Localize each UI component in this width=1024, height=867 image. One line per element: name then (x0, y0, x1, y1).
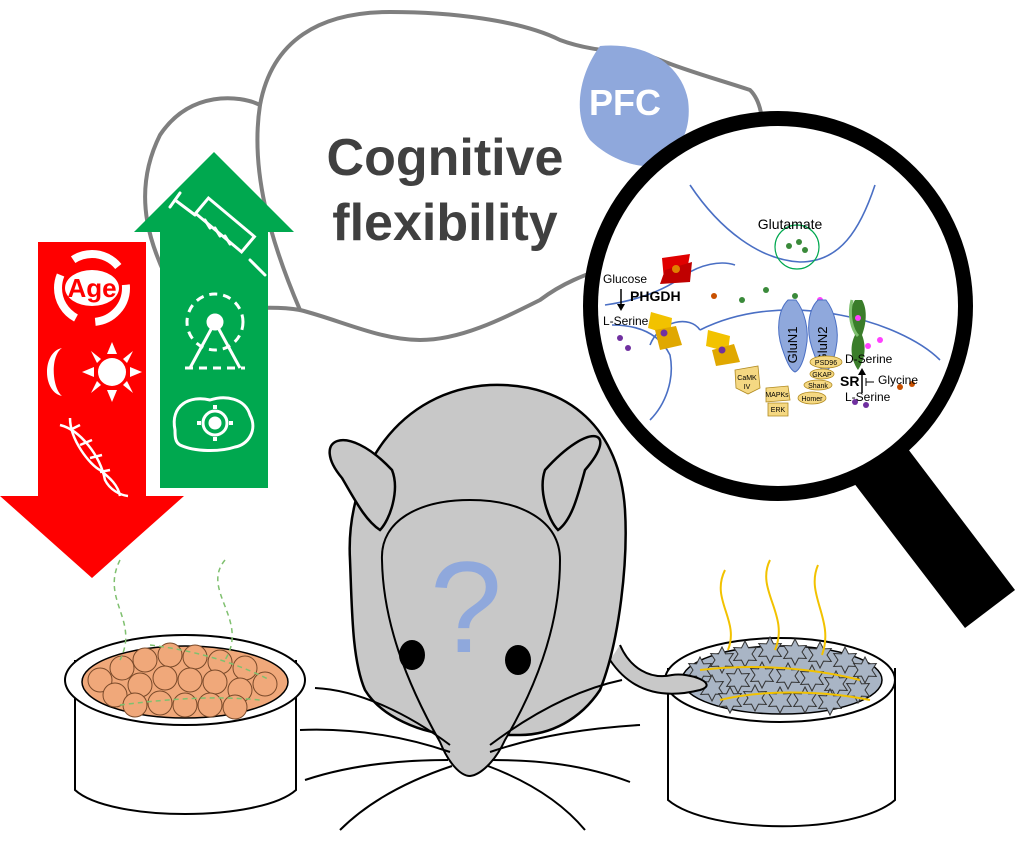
pfc-region (579, 45, 689, 167)
glutamate-vesicle (774, 224, 820, 270)
sr-label: SR (840, 373, 859, 389)
glutamate-label: Glutamate (758, 216, 823, 232)
star-food-piece (832, 645, 858, 675)
star-food-piece (725, 665, 751, 695)
food-pellets (87, 642, 278, 720)
star-shaped-food (687, 635, 878, 717)
glun1-label: GluN1 (785, 327, 800, 364)
brain-gear-icon (172, 396, 255, 452)
phgdh-label: PHGDH (630, 288, 681, 304)
right-food-bowl (664, 559, 896, 828)
left-ear (328, 439, 397, 532)
title-line-1: Cognitive (327, 129, 564, 187)
homer-label: Homer (801, 396, 823, 403)
star-food-piece (807, 640, 833, 670)
synapse-view: Glutamate Glucose PHGDH L-Serine (603, 184, 941, 421)
d-serine-label: D-Serine (845, 352, 893, 366)
running-wheel-icon (185, 292, 245, 370)
left-steam (113, 559, 271, 706)
title-line-2: flexibility (332, 194, 557, 252)
psd96-label: PSD96 (815, 360, 837, 367)
camk-iv-box: CaMK IV (734, 365, 761, 395)
sun-icon (82, 342, 142, 402)
magnifier (583, 111, 1015, 628)
right-ear (541, 434, 602, 532)
transporter-icon (660, 254, 692, 284)
l-serine-right-label: L-Serine (845, 390, 891, 404)
psd-scaffold: PSD96 GKAP Shank Homer (797, 355, 843, 405)
star-food-piece (845, 675, 871, 705)
age-cycle-icon: Age (54, 250, 130, 326)
glun1-receptor: GluN1 (778, 299, 808, 373)
right-steam (699, 559, 871, 701)
left-eye (399, 640, 425, 670)
star-food-piece (852, 655, 878, 685)
l-serine-left-label: L-Serine (603, 314, 649, 328)
camk-label-1: CaMK (737, 375, 757, 382)
pfc-label: PFC (589, 82, 661, 123)
camk-label-2: IV (744, 384, 751, 391)
serine-transporter-2 (706, 330, 740, 366)
question-mark: ? (430, 534, 502, 680)
age-label: Age (67, 273, 116, 303)
star-food-piece (709, 645, 735, 675)
whiskers (299, 679, 641, 831)
star-food-piece (757, 635, 783, 665)
star-food-piece (742, 683, 768, 713)
mapks-label: MAPKs (765, 392, 789, 399)
erk-label: ERK (771, 407, 786, 414)
syringe-icon (168, 191, 267, 277)
glun2-receptor: GluN2 (808, 299, 838, 373)
moon-icon (47, 348, 62, 396)
glun2-label: GluN2 (815, 327, 830, 364)
dna-icon (59, 417, 129, 498)
mouse-tail (609, 644, 708, 695)
glycine-receptor (848, 299, 866, 370)
mouse: ? (299, 383, 708, 831)
star-food-piece (717, 685, 743, 715)
star-food-piece (782, 637, 808, 667)
glycine-label: Glycine (878, 373, 918, 387)
up-arrow (134, 152, 294, 488)
down-arrow: Age (0, 242, 184, 578)
gkap-label: GKAP (812, 372, 832, 379)
glucose-label: Glucose (603, 272, 647, 286)
mapk-erk-box: MAPKs ERK (765, 385, 791, 417)
left-food-bowl (64, 559, 306, 815)
serine-transporter-1 (648, 312, 682, 350)
mouse-head (380, 498, 562, 778)
star-food-piece (799, 663, 825, 693)
right-eye (505, 645, 531, 675)
shank-label: Shank (808, 383, 828, 390)
